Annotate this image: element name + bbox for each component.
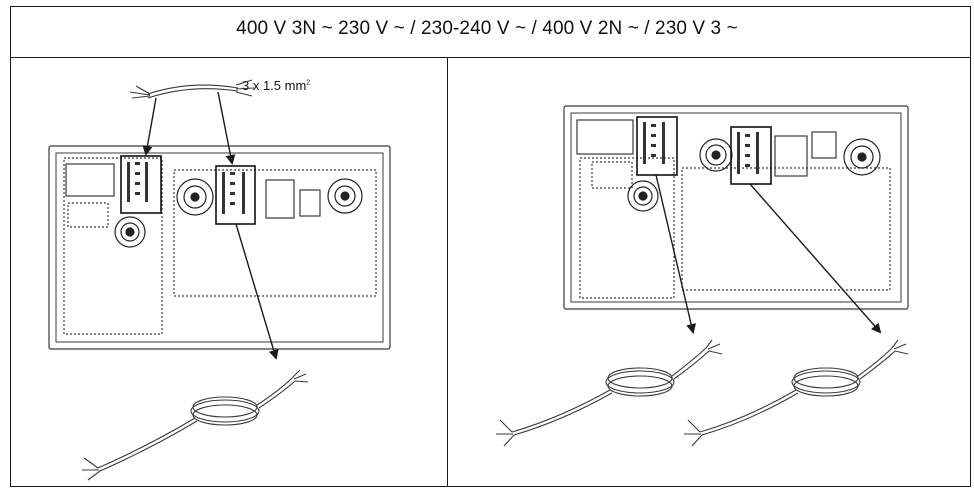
wire-gauge-label: 3 x 1.5 mm2 xyxy=(242,78,310,93)
left-interconnect-cable xyxy=(129,79,255,99)
header-divider xyxy=(10,57,971,58)
right-fan-icons xyxy=(627,138,881,212)
table-bottom-border xyxy=(10,486,971,487)
left-terminal-details xyxy=(127,162,245,214)
voltage-header: 400 V 3N ~ 230 V ~ / 230-240 V ~ / 400 V… xyxy=(236,18,738,39)
right-arrows xyxy=(655,174,882,334)
left-arrows xyxy=(142,91,279,360)
left-coiled-cable xyxy=(82,369,309,481)
right-terminal-details xyxy=(643,122,759,174)
wire-gauge-superscript: 2 xyxy=(306,79,311,87)
right-coiled-cable-2 xyxy=(684,339,909,447)
table-right-border xyxy=(970,6,971,487)
left-fan-icons xyxy=(114,178,363,248)
left-hob-drawing xyxy=(48,145,391,350)
table-top-border xyxy=(10,6,971,7)
wire-gauge-text: 3 x 1.5 mm xyxy=(242,78,307,93)
column-divider xyxy=(447,57,448,487)
right-coiled-cable-1 xyxy=(496,339,723,447)
table-left-border xyxy=(10,6,11,487)
right-terminal-blocks xyxy=(636,116,772,185)
right-hob-drawing xyxy=(563,105,909,310)
left-terminal-blocks xyxy=(120,155,256,225)
